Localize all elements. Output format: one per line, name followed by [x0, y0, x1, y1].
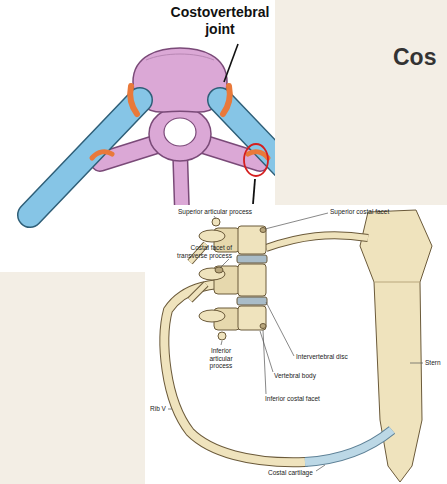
part-label: Intervertebral disc [296, 353, 348, 360]
transverse-costal-facet [215, 267, 223, 273]
panel-background [0, 0, 275, 272]
costal-cartilage [305, 430, 392, 462]
costotransverse-joint [248, 152, 268, 158]
vertebral-foramen [164, 118, 196, 146]
rib [30, 100, 140, 215]
part-label: Superior articular process [178, 208, 252, 215]
slide-title: Cos [393, 44, 436, 71]
costal-facet [260, 228, 266, 233]
rib-outline [266, 235, 368, 248]
leader-line [266, 302, 294, 356]
rib-outline [220, 100, 275, 215]
leader-line [220, 259, 229, 268]
leader-line [224, 44, 238, 82]
leader-line [214, 216, 216, 219]
spinous-process [190, 284, 206, 300]
part-label: Stern [425, 359, 441, 366]
callout-label: Costovertebral joint [160, 4, 280, 38]
part-label: Rib V [150, 405, 166, 412]
intervertebral-disc [237, 255, 267, 263]
costal-facet [260, 324, 266, 329]
vertebral-body [238, 264, 266, 296]
leader-lines [168, 213, 423, 471]
vertebral-arch [149, 107, 211, 161]
leader-line [316, 465, 325, 471]
rib [220, 100, 275, 215]
panel-background [145, 205, 447, 484]
leader-line [265, 213, 328, 229]
leader-line [263, 330, 266, 394]
part-label: Costal facet of transverse process [172, 244, 232, 259]
rib-outline [30, 100, 140, 215]
vertebral-body [238, 226, 266, 254]
superior-articular-process [212, 218, 220, 226]
vertebral-column [190, 218, 267, 340]
leader-line [260, 331, 273, 372]
vertebra-schematic [30, 44, 275, 215]
body-rim [146, 54, 214, 60]
vertebral-arch [214, 266, 240, 294]
costotransverse-joint [92, 152, 112, 158]
spinous-process-outline [190, 284, 206, 300]
pointer-line [253, 179, 255, 204]
intervertebral-disc [237, 297, 267, 305]
thoracic-illustration [164, 210, 432, 482]
leader-line [168, 409, 172, 410]
costovertebral-joint [223, 86, 230, 114]
transverse-process [199, 310, 225, 322]
inferior-articular-process [218, 332, 226, 340]
sternal-angle [375, 282, 420, 283]
leader-line [221, 341, 222, 345]
part-label: Costal cartilage [268, 469, 313, 476]
highlight-circle [244, 144, 268, 176]
vertebral-body [238, 306, 266, 330]
part-label: Vertebral body [274, 372, 316, 379]
part-label: Inferior articular process [200, 347, 242, 370]
leader-line [410, 363, 423, 364]
rib [266, 235, 368, 248]
transverse-process [199, 230, 225, 242]
transverse-process [199, 268, 225, 280]
part-label: Superior costal facet [330, 208, 389, 215]
costovertebral-joint [130, 86, 137, 114]
part-label: Inferior costal facet [265, 395, 320, 402]
costal-cartilage-outline [305, 430, 392, 462]
